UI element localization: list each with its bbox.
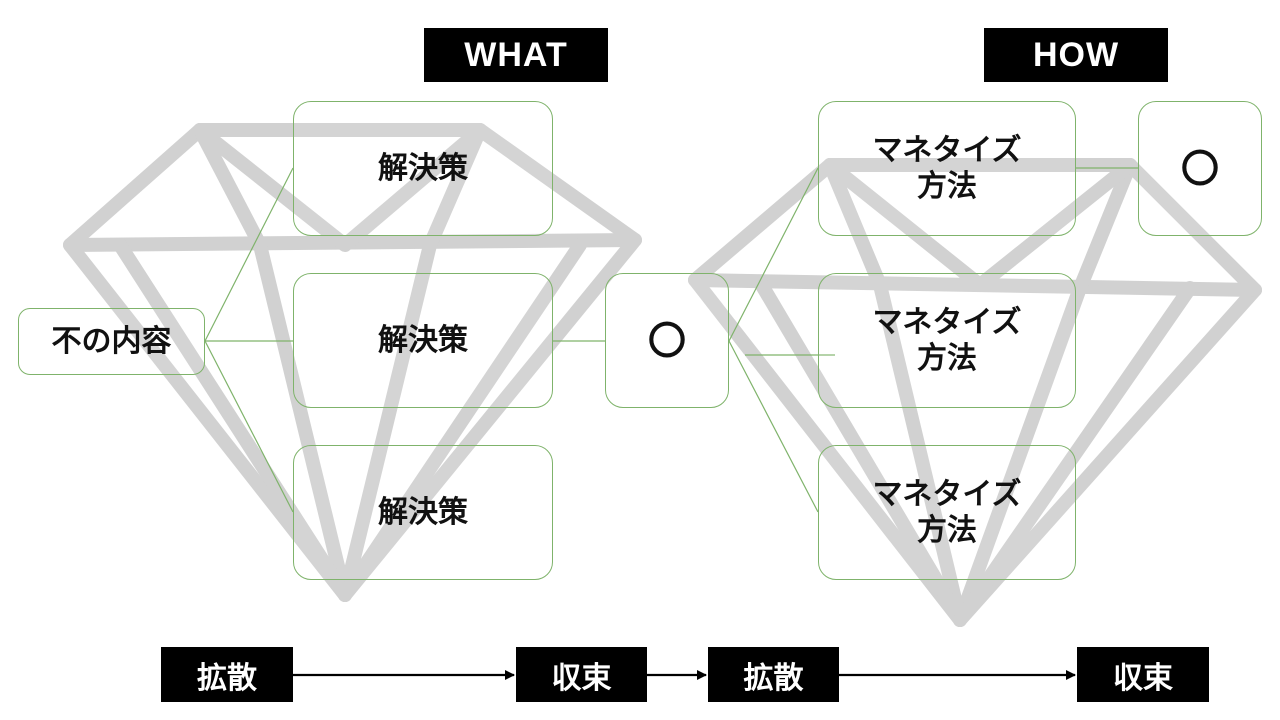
phase-diverge-2: 拡散 [708,647,839,702]
diamond-icon [63,123,642,602]
selected-monetize-mark: 〇 [1180,146,1219,191]
solution-node-1: 解決策 [293,101,553,236]
how-header: HOW [984,28,1168,82]
selected-monetize-node: 〇 [1138,101,1262,236]
monetize-label: マネタイズ 方法 [872,304,1022,376]
monetize-node-1: マネタイズ 方法 [818,101,1076,236]
problem-label: 不の内容 [51,323,172,359]
monetize-node-3: マネタイズ 方法 [818,445,1076,580]
solution-node-2: 解決策 [293,273,553,408]
diamond-icon [688,158,1262,627]
selected-solution-mark: 〇 [647,318,686,363]
solution-label: 解決策 [378,150,468,186]
solution-node-3: 解決策 [293,445,553,580]
problem-node: 不の内容 [18,308,205,375]
monetize-label: マネタイズ 方法 [872,476,1022,548]
connector-selected-monetize1 [728,167,819,342]
what-header: WHAT [424,28,608,82]
connector-problem-solution3 [204,340,294,513]
solution-label: 解決策 [378,494,468,530]
connector-problem-solution1 [204,167,294,342]
connector-selected-monetize3 [728,340,819,513]
phase-converge-1: 収束 [516,647,647,702]
phase-diverge-1: 拡散 [161,647,293,702]
monetize-label: マネタイズ 方法 [872,132,1022,204]
phase-converge-2: 収束 [1077,647,1209,702]
monetize-node-2: マネタイズ 方法 [818,273,1076,408]
selected-solution-node: 〇 [605,273,729,408]
solution-label: 解決策 [378,322,468,358]
